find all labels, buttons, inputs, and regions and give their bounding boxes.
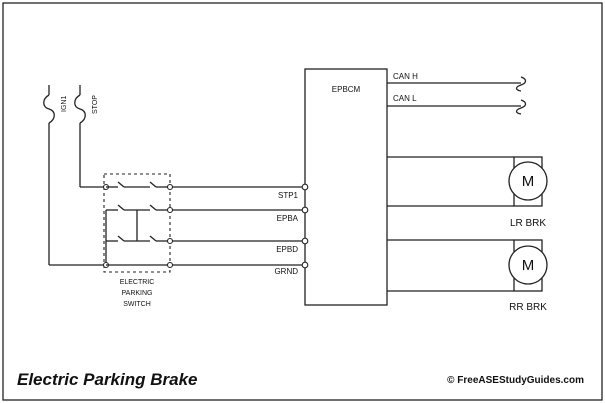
- rr-motor-symbol: M: [522, 257, 535, 274]
- pin-grnd-label: GRND: [274, 267, 298, 276]
- pin-epba: [301, 206, 309, 214]
- can-h-break: [515, 76, 527, 92]
- copyright-notice: © FreeASEStudyGuides.com: [447, 375, 584, 386]
- epbcm-module: [304, 68, 388, 306]
- lr-brake-motor: [508, 156, 548, 207]
- can-l-break: [515, 99, 527, 115]
- switch-label-line2: PARKING: [122, 290, 153, 297]
- rr-brake-label: RR BRK: [509, 302, 547, 313]
- switch-label-line3: SWITCH: [123, 301, 151, 308]
- pin-stp1-label: STP1: [278, 191, 299, 200]
- pin-grnd: [301, 261, 309, 269]
- pin-epbd: [301, 237, 309, 245]
- lr-motor-symbol: M: [522, 173, 535, 190]
- pin-stp1: [301, 183, 309, 191]
- parking-switch: [102, 173, 174, 273]
- epbcm-label: EPBCM: [332, 85, 361, 94]
- can-h-label: CAN H: [393, 72, 418, 81]
- diagram-title: Electric Parking Brake: [17, 370, 197, 389]
- fuse-stop-label: STOP: [92, 95, 99, 114]
- fuse-ign1: [43, 85, 55, 265]
- fuse-stop: [74, 85, 104, 188]
- fuse-ign1-label: IGN1: [61, 96, 68, 112]
- pin-epbd-label: EPBD: [276, 245, 298, 254]
- rr-brake-motor: [508, 239, 548, 292]
- pin-epba-label: EPBA: [277, 214, 299, 223]
- lr-brake-label: LR BRK: [510, 218, 546, 229]
- can-l-label: CAN L: [393, 94, 417, 103]
- switch-label-line1: ELECTRIC: [120, 279, 155, 286]
